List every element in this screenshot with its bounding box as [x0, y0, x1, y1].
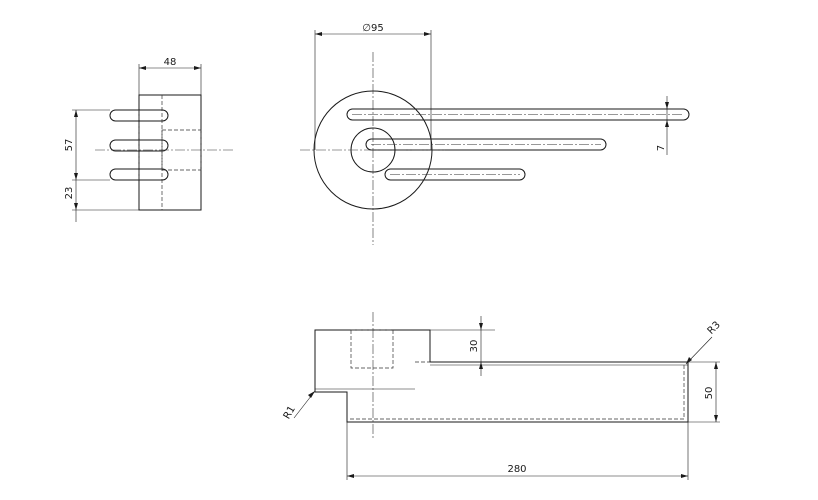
side-view: 48 57 23: [64, 57, 235, 222]
front-view-body: [314, 329, 689, 423]
top-view: ∅95 7: [300, 23, 690, 245]
dim-48-label: 48: [164, 57, 177, 68]
dim-diameter-label: ∅95: [362, 23, 383, 34]
side-view-body: [138, 94, 202, 211]
slot-short: [384, 168, 526, 181]
slot-long: [346, 108, 690, 121]
bore-hidden: [350, 329, 394, 369]
slot-medium: [365, 138, 607, 151]
dim-r3-label: R3: [706, 320, 723, 337]
dim-r1-label: R1: [282, 404, 298, 421]
dim-50-label: 50: [704, 387, 715, 400]
dim-30-label: 30: [469, 340, 480, 353]
dim-57-label: 57: [64, 139, 75, 152]
front-view: 30 50 R3 R1 280: [282, 312, 723, 480]
dim-23-label: 23: [64, 187, 75, 200]
dim-7-label: 7: [656, 145, 667, 151]
dim-280-label: 280: [507, 464, 526, 475]
